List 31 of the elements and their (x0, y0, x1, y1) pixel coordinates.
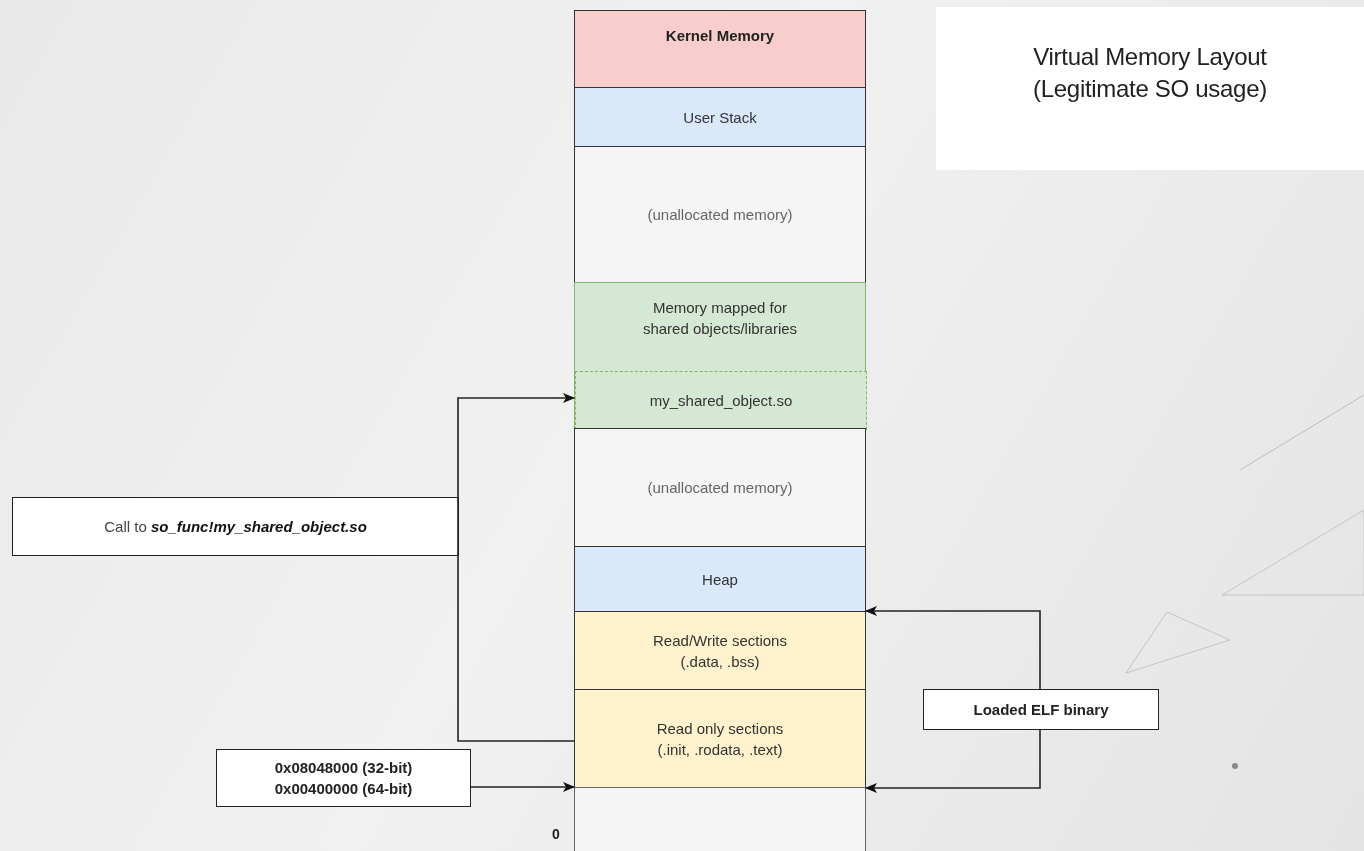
region-label: Loaded ELF binary (973, 700, 1109, 720)
memory-region (574, 611, 866, 690)
memory-region (575, 371, 867, 430)
region-label: Call to so_func!my_shared_object.so (104, 517, 367, 537)
arrow (865, 606, 1041, 690)
address-label: 0 (552, 826, 560, 842)
memory-region (574, 787, 866, 851)
region-label: Read only sections (.init, .rodata, .text) (655, 718, 785, 760)
memory-region (574, 546, 866, 612)
callout-box (12, 497, 459, 556)
region-label: Memory mapped for shared objects/libraries (641, 298, 799, 339)
memory-region (574, 689, 866, 788)
title: Virtual Memory Layout (Legitimate SO usage) (1032, 42, 1268, 104)
region-label: Kernel Memory (665, 26, 775, 46)
region-label: User Stack (683, 107, 757, 128)
memory-region (574, 146, 866, 283)
arrow (470, 782, 575, 792)
memory-region (574, 87, 866, 147)
memory-region (574, 282, 866, 429)
region-label: my_shared_object.so (649, 391, 793, 411)
region-label: (unallocated memory) (647, 205, 793, 225)
arrow (457, 393, 575, 742)
memory-region (574, 10, 866, 88)
memory-region (574, 428, 866, 547)
region-label: (unallocated memory) (647, 478, 793, 498)
callout-box (923, 689, 1159, 730)
region-label: Read/Write sections (.data, .bss) (652, 630, 788, 672)
arrow (865, 729, 1041, 793)
region-label: Heap (702, 569, 738, 590)
address-box (216, 749, 471, 807)
region-label: 0x08048000 (32-bit) 0x00400000 (64-bit) (273, 758, 414, 799)
